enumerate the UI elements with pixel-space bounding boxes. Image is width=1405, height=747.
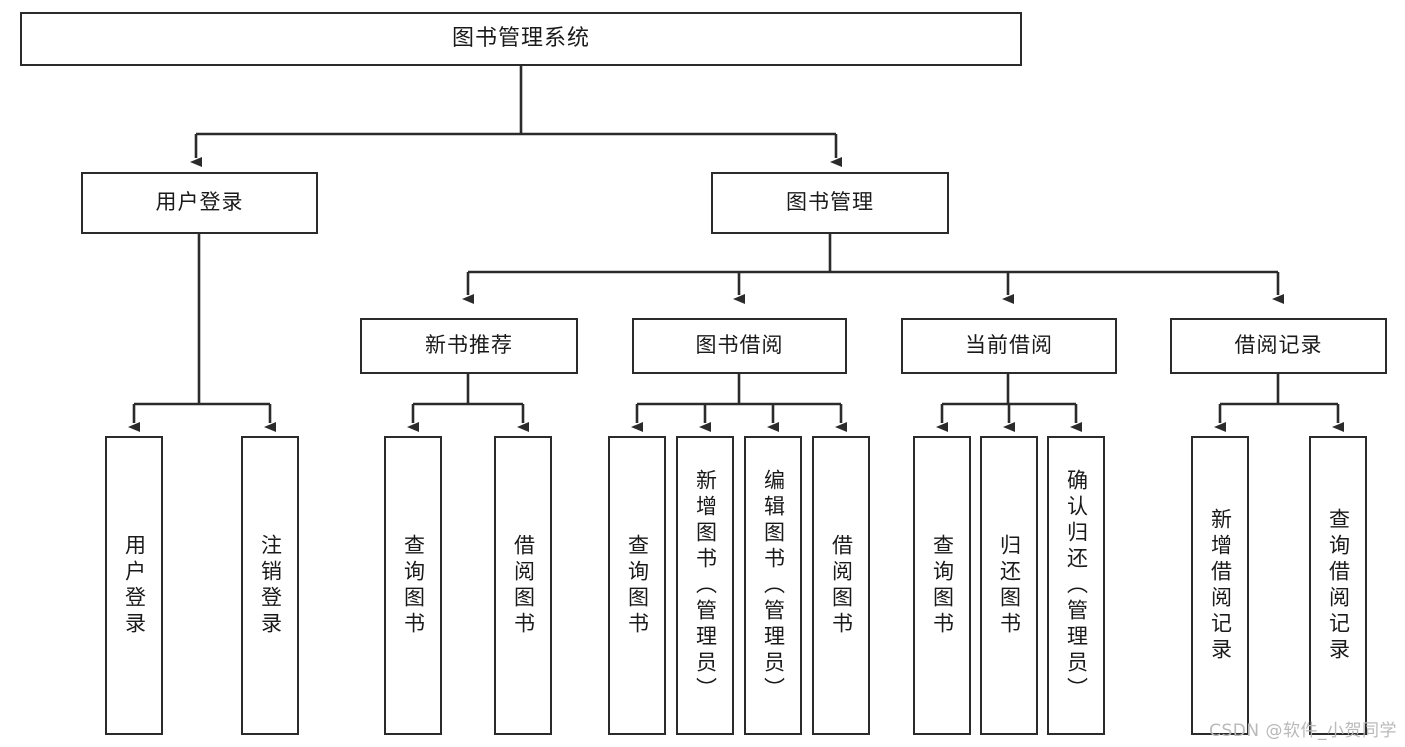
node-book-borrow[interactable]: 图书借阅 xyxy=(632,318,847,374)
node-label: 新增借阅记录 xyxy=(1208,507,1233,664)
node-label: 查询图书 xyxy=(625,533,650,638)
node-label: 确认归还（管理员） xyxy=(1064,468,1089,703)
leaf-user-login[interactable]: 用户登录 xyxy=(105,436,163,735)
node-label: 新增图书（管理员） xyxy=(693,468,718,703)
leaf-borrow-edit-book-admin[interactable]: 编辑图书（管理员） xyxy=(744,436,802,735)
leaf-current-return-book[interactable]: 归还图书 xyxy=(980,436,1038,735)
node-root-system[interactable]: 图书管理系统 xyxy=(20,12,1022,66)
node-label: 图书借阅 xyxy=(695,333,784,358)
node-user-login[interactable]: 用户登录 xyxy=(81,172,318,234)
node-label: 编辑图书（管理员） xyxy=(761,468,786,703)
leaf-recommend-borrow-book[interactable]: 借阅图书 xyxy=(494,436,552,735)
node-label: 图书管理系统 xyxy=(451,25,590,51)
node-label: 借阅图书 xyxy=(829,533,854,638)
leaf-borrow-query-book[interactable]: 查询图书 xyxy=(608,436,666,735)
leaf-borrow-borrow-book[interactable]: 借阅图书 xyxy=(812,436,870,735)
node-label: 借阅记录 xyxy=(1234,333,1323,358)
node-label: 图书管理 xyxy=(786,190,874,215)
leaf-current-confirm-return-admin[interactable]: 确认归还（管理员） xyxy=(1047,436,1105,735)
leaf-current-query-book[interactable]: 查询图书 xyxy=(913,436,971,735)
leaf-user-logout[interactable]: 注销登录 xyxy=(241,436,299,735)
watermark-text: CSDN @软件_小贺同学 xyxy=(1209,721,1397,741)
node-label: 查询借阅记录 xyxy=(1326,507,1351,664)
node-label: 归还图书 xyxy=(997,533,1022,638)
node-label: 注销登录 xyxy=(258,533,283,638)
node-borrow-record[interactable]: 借阅记录 xyxy=(1170,318,1387,374)
node-label: 查询图书 xyxy=(401,533,426,638)
leaf-record-add-record[interactable]: 新增借阅记录 xyxy=(1191,436,1249,735)
node-label: 新书推荐 xyxy=(425,333,513,358)
leaf-recommend-query-book[interactable]: 查询图书 xyxy=(384,436,442,735)
leaf-record-query-record[interactable]: 查询借阅记录 xyxy=(1309,436,1367,735)
node-new-book-recommend[interactable]: 新书推荐 xyxy=(360,318,578,374)
node-label: 查询图书 xyxy=(930,533,955,638)
node-label: 用户登录 xyxy=(122,533,147,638)
node-book-management[interactable]: 图书管理 xyxy=(711,172,949,234)
node-label: 用户登录 xyxy=(155,190,244,215)
node-current-borrow[interactable]: 当前借阅 xyxy=(901,318,1117,374)
node-label: 当前借阅 xyxy=(965,333,1053,358)
leaf-borrow-add-book-admin[interactable]: 新增图书（管理员） xyxy=(676,436,734,735)
node-label: 借阅图书 xyxy=(511,533,536,638)
